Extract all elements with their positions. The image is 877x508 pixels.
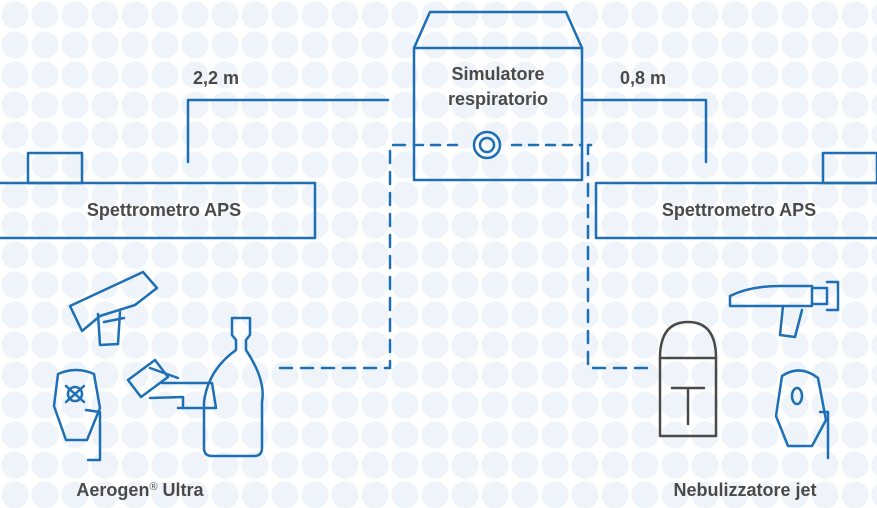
left-dashed-tube bbox=[270, 143, 407, 370]
jet-nebulizer-caption: Nebulizzatore jet bbox=[673, 480, 817, 500]
jet-facemask-icon bbox=[774, 369, 830, 460]
left-distance-label: 2,2 m bbox=[193, 68, 240, 88]
aerogen-mouthpiece-icon bbox=[68, 270, 159, 347]
aerogen-spacer-icon bbox=[202, 316, 264, 458]
right-spectrometer bbox=[594, 151, 877, 240]
simulator-port-icon bbox=[472, 130, 502, 160]
right-solid-tube bbox=[580, 98, 708, 164]
left-spectrometer bbox=[0, 151, 317, 240]
simulator-label: Simulatore respiratorio bbox=[414, 62, 582, 112]
aerogen-name: Aerogen bbox=[76, 480, 150, 500]
simulator-label-line2: respiratorio bbox=[447, 89, 549, 109]
aerogen-suffix: Ultra bbox=[157, 480, 204, 500]
left-spectrometer-label: Spettrometro APS bbox=[86, 200, 242, 220]
right-distance-label: 0,8 m bbox=[620, 68, 667, 88]
right-dashed-tube bbox=[586, 143, 652, 370]
aerogen-facemask-icon bbox=[52, 368, 102, 462]
breathing-simulator bbox=[412, 10, 584, 182]
jet-nebulizer-icon bbox=[658, 320, 718, 438]
right-spectrometer-label: Spettrometro APS bbox=[661, 200, 817, 220]
aerogen-ultra-caption: Aerogen® Ultra bbox=[40, 480, 240, 501]
left-solid-tube bbox=[186, 98, 390, 164]
simulator-label-line1: Simulatore bbox=[451, 64, 545, 84]
jet-mouthpiece-icon bbox=[728, 280, 840, 339]
aerogen-nebulizer-unit-icon bbox=[126, 358, 218, 410]
registered-mark: ® bbox=[149, 481, 158, 493]
